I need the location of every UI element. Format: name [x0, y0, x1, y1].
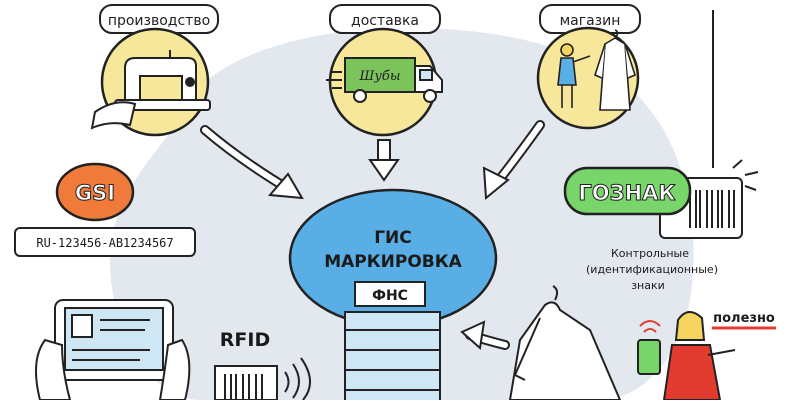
wireless-signal-icon — [284, 357, 311, 400]
goznak-caption-1: Контрольные — [611, 247, 689, 260]
fns-badge-box — [354, 281, 426, 307]
gsi-label: GSI — [75, 181, 115, 205]
gsi-badge — [55, 162, 135, 222]
shop-node: магазин — [536, 4, 641, 130]
goznak-label: ГОЗНАК — [578, 181, 675, 205]
useful-label: полезно — [713, 311, 775, 326]
rfid-tag-icon — [214, 365, 278, 400]
gis-title-line1: ГИС — [374, 228, 412, 248]
delivery-node: доставка Шубы — [326, 4, 443, 137]
arrow-shop-to-gis — [482, 120, 545, 201]
hands-icon — [35, 338, 191, 400]
production-node: производство — [90, 4, 219, 137]
tablet-icon — [54, 299, 174, 381]
goznak-caption-2: (идентификационные) — [586, 263, 718, 276]
goznak-badge — [563, 166, 692, 216]
goznak-caption-3: знаки — [631, 279, 665, 292]
wireless-signal-icon — [639, 320, 661, 333]
rfid-node: RFID — [214, 329, 311, 400]
gis-node: ГИС МАРКИРОВКА ФНС — [288, 188, 498, 400]
smartphone-icon — [637, 339, 661, 375]
delivery-label: доставка — [351, 13, 419, 29]
arrow-production-to-gis — [200, 125, 304, 200]
building-icon — [344, 311, 441, 400]
gsi-node: GSI RU-123456-AB1234567 — [14, 162, 196, 257]
shop-label: магазин — [560, 13, 621, 29]
fur-coat-icon — [594, 29, 636, 111]
truck-brand: Шубы — [359, 69, 401, 84]
coat-icon — [508, 285, 622, 400]
shop-assistant-icon — [557, 43, 591, 108]
fabric-icon — [90, 101, 137, 130]
truck-icon — [326, 57, 443, 103]
goznak-node: ГОЗНАК Контрольные (идентификационные) з… — [563, 159, 759, 292]
rfid-label: RFID — [220, 329, 270, 351]
fns-badge: ФНС — [372, 288, 408, 304]
gsi-code: RU-123456-AB1234567 — [36, 236, 173, 250]
arrow-down-icon — [368, 139, 400, 182]
gis-title-line2: МАРКИРОВКА — [324, 252, 462, 272]
production-label: производство — [108, 13, 210, 29]
useful-node: полезно — [637, 311, 776, 400]
sparkle-icon — [732, 159, 759, 191]
gsi-code-box — [14, 227, 196, 257]
person-icon — [662, 311, 736, 400]
arrow-coat-to-gis — [460, 320, 510, 350]
